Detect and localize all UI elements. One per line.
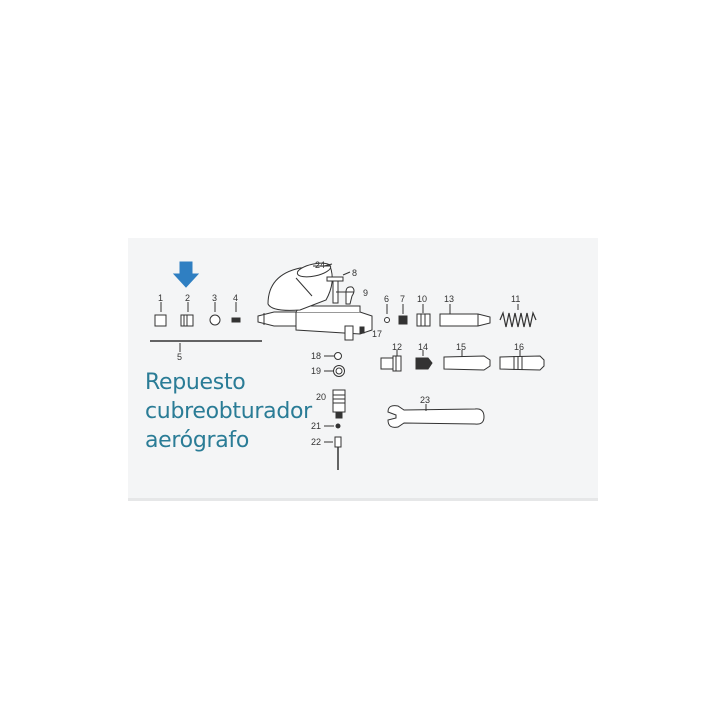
- label-part-17: 17: [372, 329, 382, 339]
- part-17-screw: [359, 326, 365, 334]
- label-part-9: 9: [363, 288, 368, 298]
- label-part-7: 7: [400, 294, 405, 304]
- label-part-19: 19: [311, 366, 321, 376]
- part-4-nozzle: [231, 302, 241, 323]
- part-15-handle: [443, 350, 491, 371]
- part-23-wrench: [387, 404, 485, 428]
- part-22-valve-stem: [324, 436, 342, 470]
- part-5-needle: [150, 340, 262, 352]
- label-part-21: 21: [311, 421, 321, 431]
- part-21-ring: [324, 423, 341, 429]
- label-part-4: 4: [233, 293, 238, 303]
- part-12-tube-nut: [380, 350, 402, 372]
- part-7-spacer: [398, 304, 408, 325]
- part-16-handle: [499, 350, 545, 371]
- label-part-10: 10: [417, 294, 427, 304]
- highlight-arrow-icon: [172, 261, 200, 288]
- label-part-15: 15: [456, 342, 466, 352]
- part-labels: 1 2 3 4 5 6 7 8 9 10 11 12 13 14 15 16 1…: [158, 260, 524, 447]
- label-part-8: 8: [352, 268, 357, 278]
- part-2-needle-cap: [180, 302, 194, 327]
- part-14-nut: [415, 350, 433, 370]
- caption-line-1: Repuesto: [145, 370, 246, 395]
- part-20-valve: [332, 389, 346, 419]
- label-part-14: 14: [418, 342, 428, 352]
- part-11-spring: [499, 304, 537, 328]
- airbrush-body: [257, 262, 373, 341]
- caption-line-2: cubreobturador: [145, 399, 312, 424]
- product-caption: Repuesto cubreobturador aerógrafo: [145, 368, 312, 455]
- label-part-3: 3: [212, 293, 217, 303]
- label-part-18: 18: [311, 351, 321, 361]
- part-3-o-ring: [209, 302, 221, 326]
- label-part-6: 6: [384, 294, 389, 304]
- label-part-12: 12: [392, 342, 402, 352]
- sheet-shadow: [128, 498, 598, 501]
- part-18-washer: [324, 352, 342, 360]
- label-part-1: 1: [158, 293, 163, 303]
- label-part-20: 20: [316, 392, 326, 402]
- part-19-o-ring: [324, 365, 345, 377]
- label-part-16: 16: [514, 342, 524, 352]
- label-part-22: 22: [311, 437, 321, 447]
- label-part-24: 24: [315, 260, 325, 270]
- part-13-needle-chuck: [439, 304, 491, 327]
- part-10-guide: [416, 304, 431, 327]
- part-6-ring: [384, 304, 390, 323]
- caption-line-3: aerógrafo: [145, 428, 250, 453]
- label-part-11: 11: [511, 294, 520, 304]
- part-9-lever: [336, 286, 355, 305]
- label-part-5: 5: [177, 352, 182, 362]
- label-part-23: 23: [420, 395, 430, 405]
- label-part-13: 13: [444, 294, 454, 304]
- label-part-2: 2: [185, 293, 190, 303]
- part-1-nozzle-cap: [154, 302, 167, 327]
